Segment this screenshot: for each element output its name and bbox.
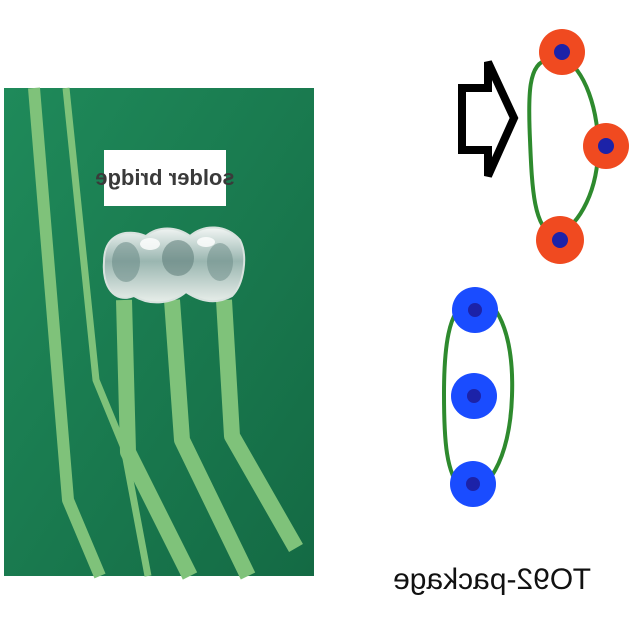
pad-hole: [467, 389, 481, 403]
solder-bridge-label: solder bridge: [104, 150, 226, 206]
red-pad-footprint: [529, 29, 629, 264]
blue-pad-footprint: [444, 287, 512, 507]
pad-hole: [552, 232, 568, 248]
pad-hole: [468, 303, 482, 317]
package-label: TO92-package: [408, 552, 576, 608]
pad-hole: [554, 44, 570, 60]
solder-bridge: [104, 227, 244, 302]
hollow-right-arrow-icon: [462, 62, 514, 176]
pad-hole: [466, 477, 480, 491]
pad-hole: [598, 138, 614, 154]
